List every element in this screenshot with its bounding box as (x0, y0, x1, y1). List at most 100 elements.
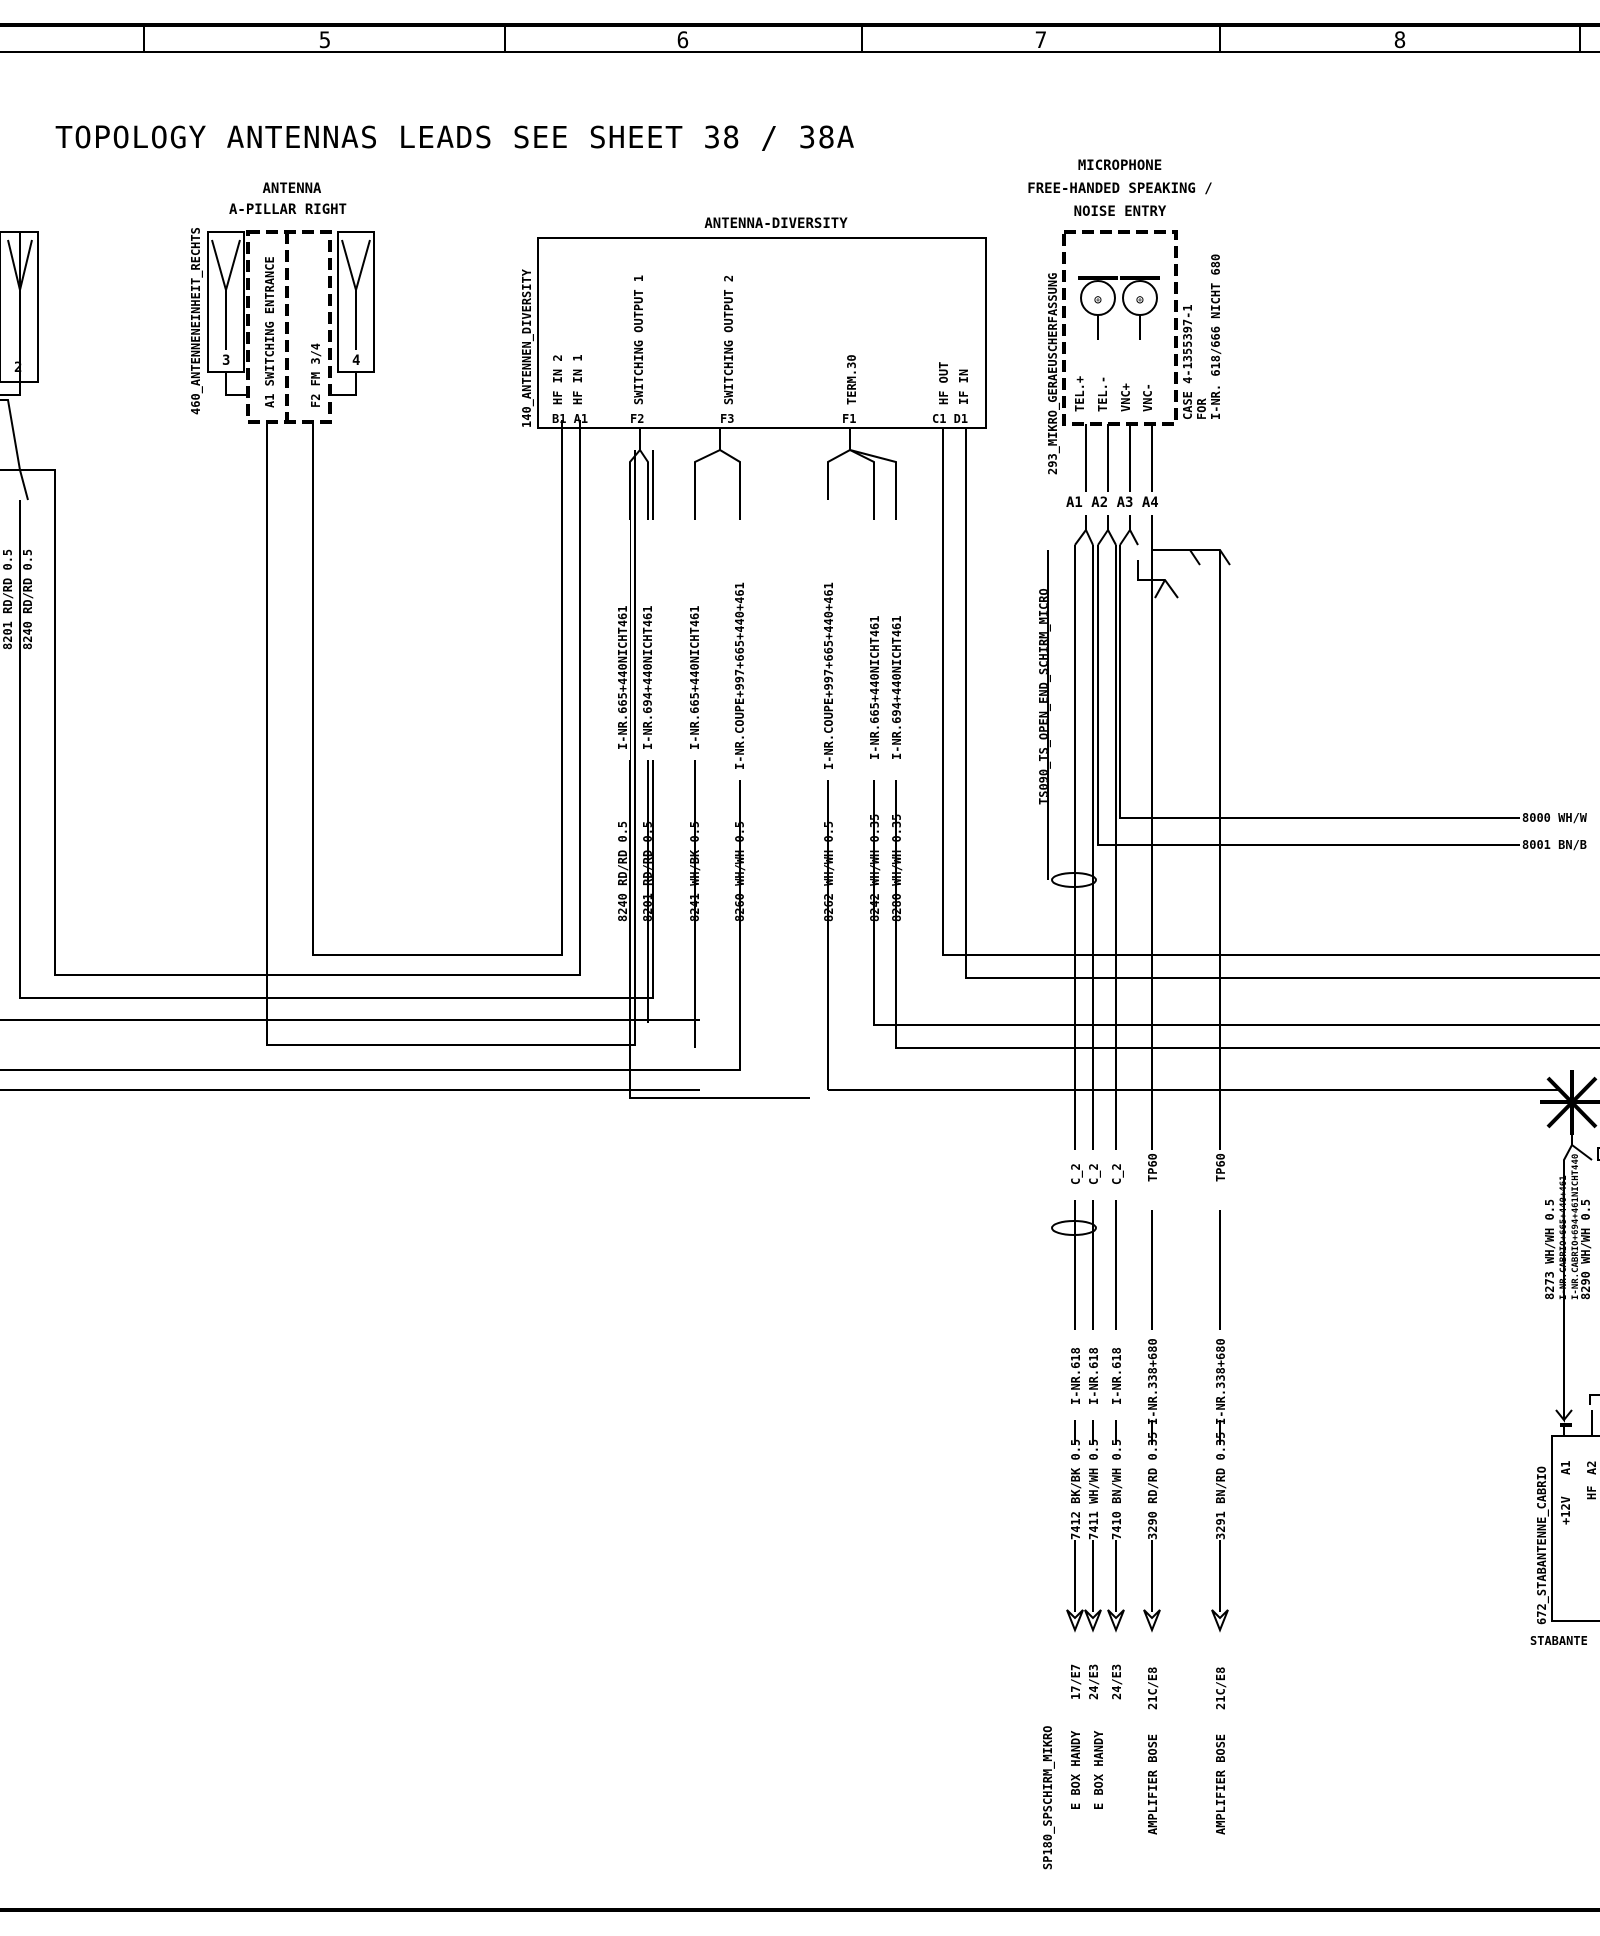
wire-label: 8240 RD/RD 0.5 (21, 549, 35, 650)
diversity-wire-labels: 8240 RD/RD 0.5 I-NR.665+440NICHT461 8201… (614, 500, 904, 922)
wire-label: 8262 WH/WH 0.5 (822, 821, 836, 922)
pin-label: HF IN 2 (551, 354, 565, 405)
zone-label: 8 (1393, 29, 1406, 54)
destination-ref: 24/E3 (1110, 1664, 1124, 1700)
component-id: 672_STABANTENNE_CABRIO (1535, 1466, 1550, 1625)
pin-number: 4 (352, 353, 360, 369)
destination-label: AMPLIFIER BOSE (1214, 1734, 1228, 1835)
component-id: 140_ANTENNEN_DIVERSITY (520, 268, 535, 428)
wire-label: 8273 WH/WH 0.5 (1543, 1199, 1557, 1300)
pin-label: VNC+ (1119, 383, 1133, 412)
destination-ref: 21C/E8 (1146, 1667, 1160, 1710)
wire-label: I-NR.694+440NICHT461 (890, 616, 904, 761)
case-note: FOR (1195, 398, 1209, 420)
pin-label: VNC- (1141, 383, 1155, 412)
destination-ref: 17/E7 (1069, 1664, 1083, 1700)
component-title: ANTENNA (262, 181, 322, 197)
wire-label: 8241 WH/BK 0.5 (688, 821, 702, 922)
pin-label: HF IN 1 (571, 354, 585, 405)
antenna-diversity-module: ANTENNA-DIVERSITY 140_ANTENNEN_DIVERSITY… (0, 216, 1600, 1099)
sheet-title: TOPOLOGY ANTENNAS LEADS SEE SHEET 38 / 3… (55, 121, 856, 156)
pin-label: SWITCHING OUTPUT 1 (632, 275, 646, 405)
pin-number: 3 (222, 353, 230, 369)
wire-label: I-NR.618 (1087, 1347, 1101, 1405)
case-note: I-NR. 618/666 NICHT 680 (1209, 254, 1223, 420)
antenna-a-pillar-right: ANTENNA A-PILLAR RIGHT 460_ANTENNENEINHE… (189, 181, 636, 1046)
wire-label: TP60 (1146, 1153, 1160, 1182)
wire-label: I-NR.618 (1110, 1347, 1124, 1405)
destination-label: E BOX HANDY (1092, 1730, 1106, 1810)
destination-ref: 24/E3 (1087, 1664, 1101, 1700)
pin-label: F1 (842, 412, 856, 426)
pin-label: TEL.+ (1073, 376, 1087, 412)
component-title: A-PILLAR RIGHT (229, 202, 347, 218)
pin-label: F2 (630, 412, 644, 426)
case-note: CASE 4-1355397-1 (1181, 304, 1195, 420)
shield-open-end: TS090_TS_OPEN_END_SCHIRM_MICRO (1037, 550, 1097, 1236)
drawing-frame: 5 6 7 8 (0, 23, 1600, 1912)
wire-label: I-NR.CABRIO+694+461NICHT440 (1571, 1154, 1581, 1300)
pin-label: A1 (1559, 1461, 1573, 1475)
wire-label: 7410 BN/WH 0.5 (1110, 1439, 1124, 1540)
pin-label: SWITCHING OUTPUT 2 (722, 275, 736, 405)
zone-label: 7 (1034, 29, 1047, 54)
wire-label: 8290 WH/WH 0.5 (1579, 1199, 1593, 1300)
wire-label: 8000 WH/W (1522, 811, 1588, 825)
pin-label: HF OUT (937, 362, 951, 405)
component-id: 460_ANTENNENEINHEIT_RECHTS (189, 227, 204, 415)
component-title: MICROPHONE (1078, 158, 1162, 174)
wire-label: I-NR.665+440NICHT461 (616, 606, 630, 751)
component-title: FREE-HANDED SPEAKING / (1027, 181, 1212, 197)
pin-label: A2 (1585, 1461, 1599, 1475)
pin-label: HF (1585, 1486, 1599, 1500)
wire-label: I-NR.338+680 (1214, 1338, 1228, 1425)
wire-label: C_2 (1110, 1163, 1125, 1185)
microphone-icon: ◎ (1136, 292, 1144, 306)
destination-label: AMPLIFIER BOSE (1146, 1734, 1160, 1835)
pin-label: A1 A2 A3 A4 (1066, 495, 1159, 511)
wire-label: 7412 BK/BK 0.5 (1069, 1439, 1083, 1540)
destination-ref: 21C/E8 (1214, 1667, 1228, 1710)
wire-label: I-NR.CABRIO+665+440+461 (1559, 1175, 1569, 1300)
left-partial-antenna: 2 8201 RD/RD 0.5 8240 RD/RD 0.5 (0, 231, 700, 1091)
lower-wire-labels: C_2 C_2 C_2 TP60 TP60 I-NR.618 I-NR.618 … (1066, 1150, 1228, 1540)
wire-label: 8280 WH/WH 0.35 (890, 814, 904, 922)
wire-label: I-NR.694+440NICHT461 (641, 606, 655, 751)
wire-label: 8001 BN/B (1522, 838, 1587, 852)
wire-label: 8242 WH/WH 0.35 (868, 814, 882, 922)
shield-label: TS090_TS_OPEN_END_SCHIRM_MICRO (1037, 588, 1052, 805)
wire-label: 3291 BN/RD 0.35 (1214, 1432, 1228, 1540)
wire-label: I-NR.618 (1069, 1347, 1083, 1405)
pin-label: A1 SWITCHING ENTRANCE (263, 256, 277, 408)
wire-label: 8201 RD/RD 0.5 (1, 549, 15, 650)
component-title: ANTENNA-DIVERSITY (704, 216, 848, 232)
pin-number: 2 (14, 360, 22, 376)
pin-label: F2 FM 3/4 (309, 343, 323, 408)
wire-label: I-NR.COUPE+997+665+440+461 (822, 582, 836, 770)
pin-label: B1 A1 (552, 412, 588, 426)
wire-label: I-NR.665+440NICHT461 (688, 606, 702, 751)
wire-label: I-NR.338+680 (1146, 1338, 1160, 1425)
wire-label: 8240 RD/RD 0.5 (616, 821, 630, 922)
pin-label: C1 D1 (932, 412, 968, 426)
rod-antenna-icon (1540, 1070, 1600, 1135)
pin-label: TERM.30 (845, 354, 859, 405)
destination-arrows (1066, 1545, 1229, 1633)
destination-label: E BOX HANDY (1069, 1730, 1083, 1810)
pin-label: IF IN (957, 369, 971, 405)
pin-label: F3 (720, 412, 734, 426)
wire-label: C_2 (1087, 1163, 1102, 1185)
microphone-icon: ◎ (1094, 292, 1102, 306)
pin-label: +12V (1559, 1496, 1573, 1525)
wire-label: I-NR.665+440NICHT461 (868, 616, 882, 761)
component-name: STABANTE (1530, 1634, 1588, 1648)
wire-label: C_2 (1069, 1163, 1084, 1185)
zone-label: 6 (676, 29, 689, 54)
component-id: 293_MIKRO_GERAEUSCHERFASSUNG (1046, 273, 1061, 475)
wire-label: 7411 WH/WH 0.5 (1087, 1439, 1101, 1540)
wire-label: TP60 (1214, 1153, 1228, 1182)
stabantenne-cabrio: 8273 WH/WH 0.5 I-NR.CABRIO+665+440+461 I… (1530, 1070, 1600, 1648)
zone-label: 5 (318, 29, 331, 54)
destination-label: SP180_SPSCHIRM_MIKRO (1041, 1726, 1056, 1871)
